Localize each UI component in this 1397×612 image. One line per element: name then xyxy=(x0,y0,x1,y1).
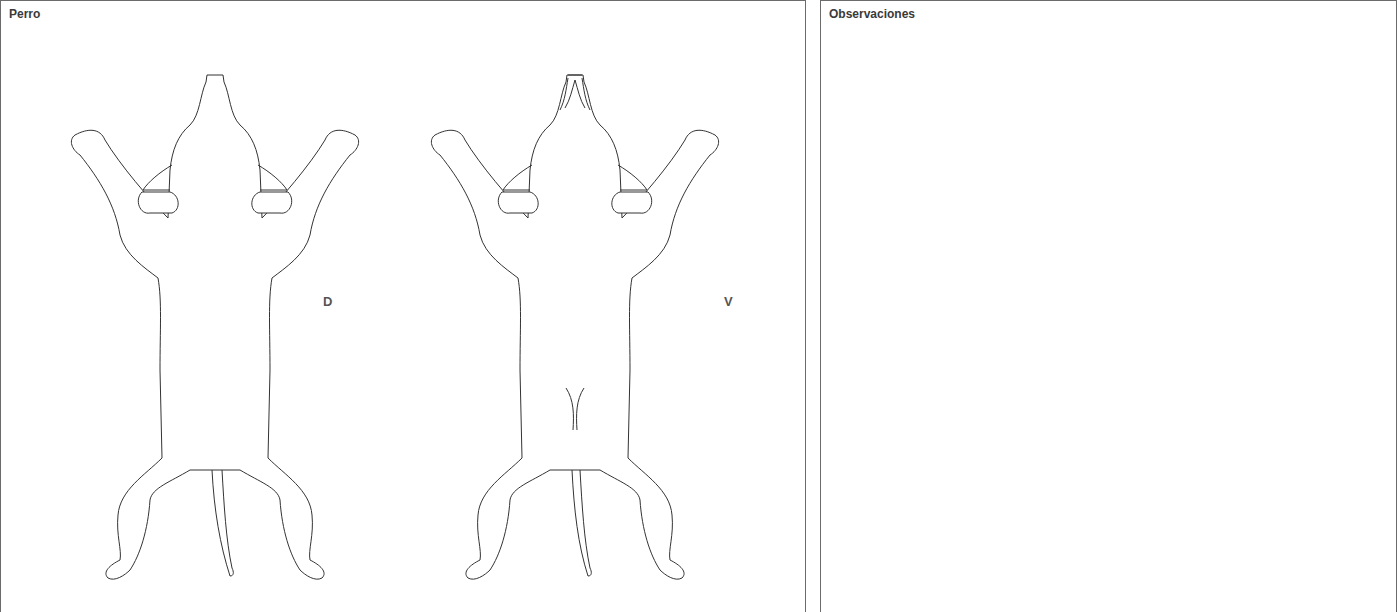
view-label: V xyxy=(724,294,733,309)
notes-panel: Observaciones xyxy=(820,0,1397,612)
drawing-panel: Perro xyxy=(0,0,806,612)
panel-heading: Observaciones xyxy=(829,7,915,21)
view-label: D xyxy=(323,294,332,309)
panel-heading: Perro xyxy=(9,7,40,21)
